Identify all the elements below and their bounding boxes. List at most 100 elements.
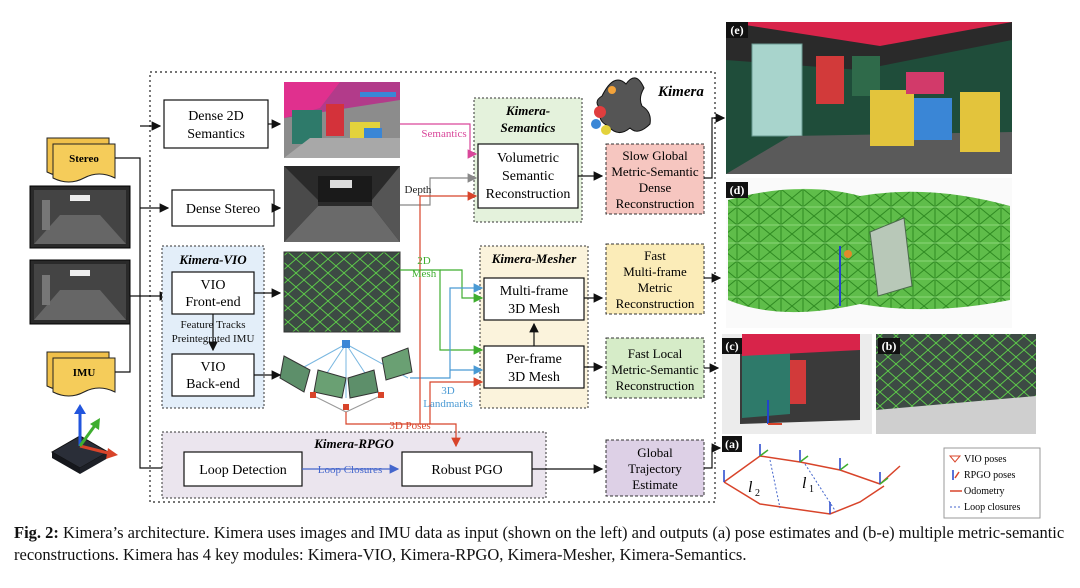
svg-text:Back-end: Back-end [186, 377, 240, 392]
panel-b-label-bg [878, 338, 900, 354]
kimera-semantics-title-2: Semantics [501, 120, 556, 135]
svg-text:Dense 2D: Dense 2D [188, 109, 244, 124]
imu-chip-icon [50, 404, 118, 474]
landmarks-edge-label-1: 3D [441, 385, 455, 397]
svg-text:Trajectory: Trajectory [628, 461, 682, 476]
svg-text:Multi-frame: Multi-frame [623, 264, 687, 279]
black-edges [208, 113, 726, 474]
svg-text:Loop Detection: Loop Detection [199, 463, 286, 478]
feature-tracks-thumbnail [283, 251, 401, 333]
svg-text:Global: Global [637, 445, 673, 460]
svg-text:Slow Global: Slow Global [622, 148, 688, 163]
kimera-semantics-title-1: Kimera- [505, 103, 550, 118]
mesh-edge-label-2: Mesh [412, 268, 437, 280]
fast-multi-frame-reconstruction-output: Fast Multi-frame Metric Reconstruction [605, 243, 705, 315]
depth-edge-label: Depth [405, 184, 432, 196]
kimera-frame [149, 71, 716, 503]
global-trajectory-estimate-output: Global Trajectory Estimate [605, 439, 705, 497]
loop-closure-l2-subscript: 2 [755, 488, 760, 499]
svg-text:Metric-Semantic: Metric-Semantic [611, 164, 699, 179]
svg-text:Fast: Fast [644, 248, 666, 263]
camera-frame-top [29, 185, 131, 249]
figure-caption: Fig. 2: Kimera’s architecture. Kimera us… [14, 522, 1066, 566]
panel-b-reconstruction: (b) [876, 334, 1036, 434]
caption-text: Kimera’s architecture. Kimera uses image… [14, 523, 1065, 564]
panel-e-tag: (e) [730, 23, 743, 37]
svg-text:Fast Local: Fast Local [628, 346, 683, 361]
svg-text:Estimate: Estimate [632, 477, 678, 492]
legend-vio-poses: VIO poses [964, 454, 1007, 465]
semantics-edge-label: Semantics [421, 128, 466, 140]
svg-text:Reconstruction: Reconstruction [486, 187, 571, 202]
kimera-mesher-title: Kimera-Mesher [491, 251, 577, 266]
pipeline-edges [302, 123, 484, 474]
robust-pgo-box: Robust PGO [401, 451, 533, 487]
legend-rpgo-poses: RPGO poses [964, 470, 1016, 481]
loop-detection-box: Loop Detection [183, 451, 303, 487]
svg-text:Dense Stereo: Dense Stereo [186, 202, 260, 217]
svg-text:Reconstruction: Reconstruction [616, 378, 695, 393]
panel-b-tag: (b) [882, 339, 897, 353]
imu-input-icon: IMU [46, 351, 116, 397]
mesh-edge-label-1: 2D [417, 255, 431, 267]
kimera-vio-title: Kimera-VIO [178, 252, 247, 267]
camera-poses-thumbnail [279, 340, 413, 413]
poses-edge-label: 3D Poses [389, 420, 430, 432]
svg-text:Robust PGO: Robust PGO [431, 463, 502, 478]
vio-frontend-box: VIO Front-end [171, 271, 255, 315]
stereo-input-icon: Stereo [46, 137, 116, 183]
dense-stereo-box: Dense Stereo [171, 189, 275, 227]
semantic-segmentation-thumbnail [284, 82, 400, 158]
panel-d-label-bg [726, 182, 748, 198]
feature-tracks-label: Feature Tracks [180, 319, 245, 331]
kimera-rpgo-title: Kimera-RPGO [313, 436, 394, 451]
svg-text:Metric: Metric [638, 280, 673, 295]
loop-closures-edge-label: Loop Closures [318, 464, 382, 476]
svg-text:Metric-Semantic: Metric-Semantic [611, 362, 699, 377]
panel-c-reconstruction: (c) [722, 334, 872, 434]
stereo-label: Stereo [69, 153, 99, 165]
panel-a-label-bg [722, 436, 742, 452]
svg-text:Dense: Dense [639, 180, 672, 195]
kimera-logo-text: Kimera [657, 84, 704, 100]
svg-text:VIO: VIO [201, 360, 226, 375]
landmarks-edge-label-2: Landmarks [423, 398, 472, 410]
trajectory-legend: VIO poses RPGO poses Odometry Loop closu… [943, 447, 1041, 519]
panel-d-tag: (d) [730, 183, 745, 197]
loop-closure-l1-label: l [802, 475, 807, 492]
legend-loop-closures: Loop closures [964, 502, 1020, 513]
panel-c-label-bg [722, 338, 742, 354]
camera-frame-bottom [29, 259, 131, 325]
svg-text:Front-end: Front-end [185, 295, 240, 310]
depth-map-thumbnail [284, 166, 400, 242]
vio-backend-box: VIO Back-end [171, 353, 255, 397]
caption-label: Fig. 2: [14, 523, 59, 542]
multi-frame-mesh-box: Multi-frame 3D Mesh [483, 277, 585, 321]
panel-a-tag: (a) [725, 437, 739, 451]
loop-closure-l1-subscript: 1 [809, 484, 814, 495]
svg-text:Volumetric: Volumetric [497, 151, 559, 166]
svg-text:Reconstruction: Reconstruction [616, 196, 695, 211]
svg-text:Multi-frame: Multi-frame [500, 284, 568, 299]
panel-e-reconstruction: (e) [726, 22, 1012, 174]
svg-text:3D Mesh: 3D Mesh [508, 302, 560, 317]
svg-text:3D Mesh: 3D Mesh [508, 370, 560, 385]
svg-text:VIO: VIO [201, 278, 226, 293]
panel-d-reconstruction: (d) [726, 178, 1012, 328]
legend-odometry: Odometry [964, 486, 1005, 497]
fast-local-reconstruction-output: Fast Local Metric-Semantic Reconstructio… [605, 337, 705, 399]
preintegrated-imu-label: Preintegrated IMU [172, 333, 255, 345]
loop-closure-l2-label: l [748, 479, 753, 496]
svg-text:Semantic: Semantic [502, 169, 554, 184]
svg-text:Semantics: Semantics [187, 127, 245, 142]
panel-e-label-bg [726, 22, 748, 38]
input-connectors [115, 121, 182, 473]
per-frame-mesh-box: Per-frame 3D Mesh [483, 345, 585, 389]
dense-2d-semantics-box: Dense 2D Semantics [163, 99, 269, 149]
imu-label: IMU [73, 367, 96, 379]
panel-c-tag: (c) [725, 339, 738, 353]
kimera-logo: Kimera [591, 77, 704, 135]
volumetric-semantic-reconstruction-box: Volumetric Semantic Reconstruction [477, 143, 579, 209]
svg-text:Per-frame: Per-frame [506, 352, 562, 367]
